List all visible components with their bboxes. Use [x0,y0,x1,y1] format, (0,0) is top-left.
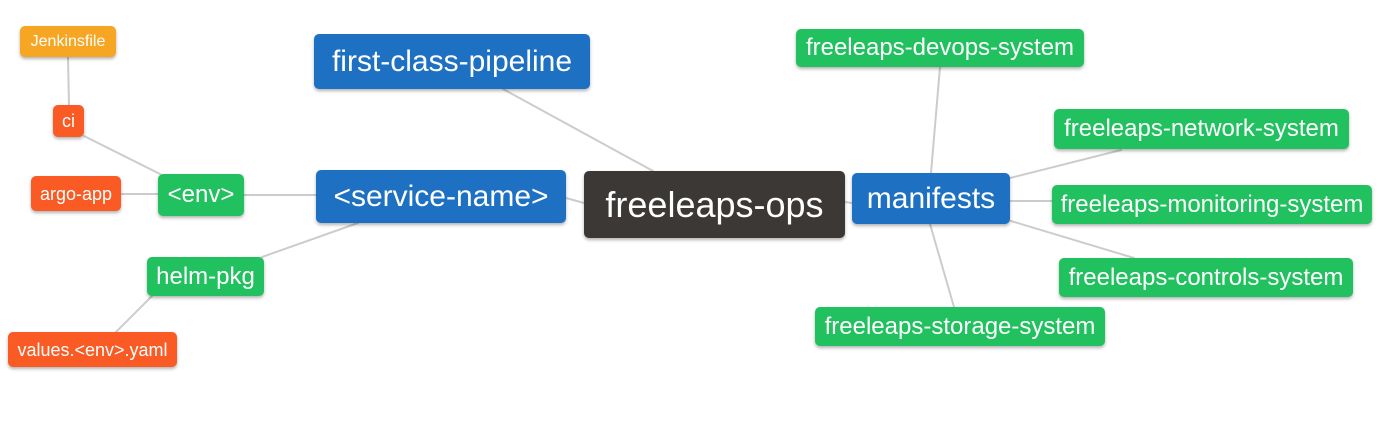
node-label: freeleaps-monitoring-system [1060,190,1364,218]
node-label: freeleaps-storage-system [824,312,1096,340]
node-devops-system[interactable]: freeleaps-devops-system [796,29,1084,67]
node-helm-pkg[interactable]: helm-pkg [147,257,264,296]
node-service-name[interactable]: <service-name> [316,170,566,223]
node-controls-system[interactable]: freeleaps-controls-system [1059,258,1353,297]
edge-jenkinsfile-ci [67,56,70,106]
node-label: <env> [167,181,235,208]
edge-freeleaps-ops-manifests [844,201,853,204]
node-label: argo-app [39,183,113,204]
node-label: freeleaps-controls-system [1068,263,1344,291]
node-monitoring-system[interactable]: freeleaps-monitoring-system [1052,185,1372,224]
node-network-system[interactable]: freeleaps-network-system [1054,109,1349,149]
node-label: values.<env>.yaml [17,339,168,360]
node-manifests[interactable]: manifests [852,173,1010,224]
node-label: manifests [866,181,996,215]
edge-manifests-storage-system [929,223,955,308]
node-jenkinsfile[interactable]: Jenkinsfile [20,26,116,57]
node-freeleaps-ops[interactable]: freeleaps-ops [584,171,845,238]
edge-ci-env [83,135,161,175]
node-values-env-yaml[interactable]: values.<env>.yaml [8,332,177,367]
node-argo-app[interactable]: argo-app [31,176,121,211]
edge-helm-pkg-service-name [261,222,359,258]
edge-manifests-devops-system [930,66,941,174]
node-env[interactable]: <env> [158,174,244,216]
node-label: freeleaps-devops-system [805,34,1075,61]
node-label: helm-pkg [156,262,255,290]
node-label: first-class-pipeline [331,44,573,78]
node-label: ci [62,111,75,131]
edge-values-env-yaml-helm-pkg [115,295,153,333]
edge-service-name-freeleaps-ops [565,197,585,204]
node-label: <service-name> [333,179,549,213]
node-label: freeleaps-network-system [1064,115,1339,142]
node-label: freeleaps-ops [605,183,824,225]
edge-manifests-controls-system [1010,220,1135,259]
node-first-class-pipeline[interactable]: first-class-pipeline [314,34,590,89]
node-ci[interactable]: ci [53,105,84,137]
edge-manifests-network-system [1009,149,1122,179]
node-storage-system[interactable]: freeleaps-storage-system [815,307,1105,346]
node-label: Jenkinsfile [30,32,106,50]
edge-first-class-pipeline-freeleaps-ops [502,88,654,172]
